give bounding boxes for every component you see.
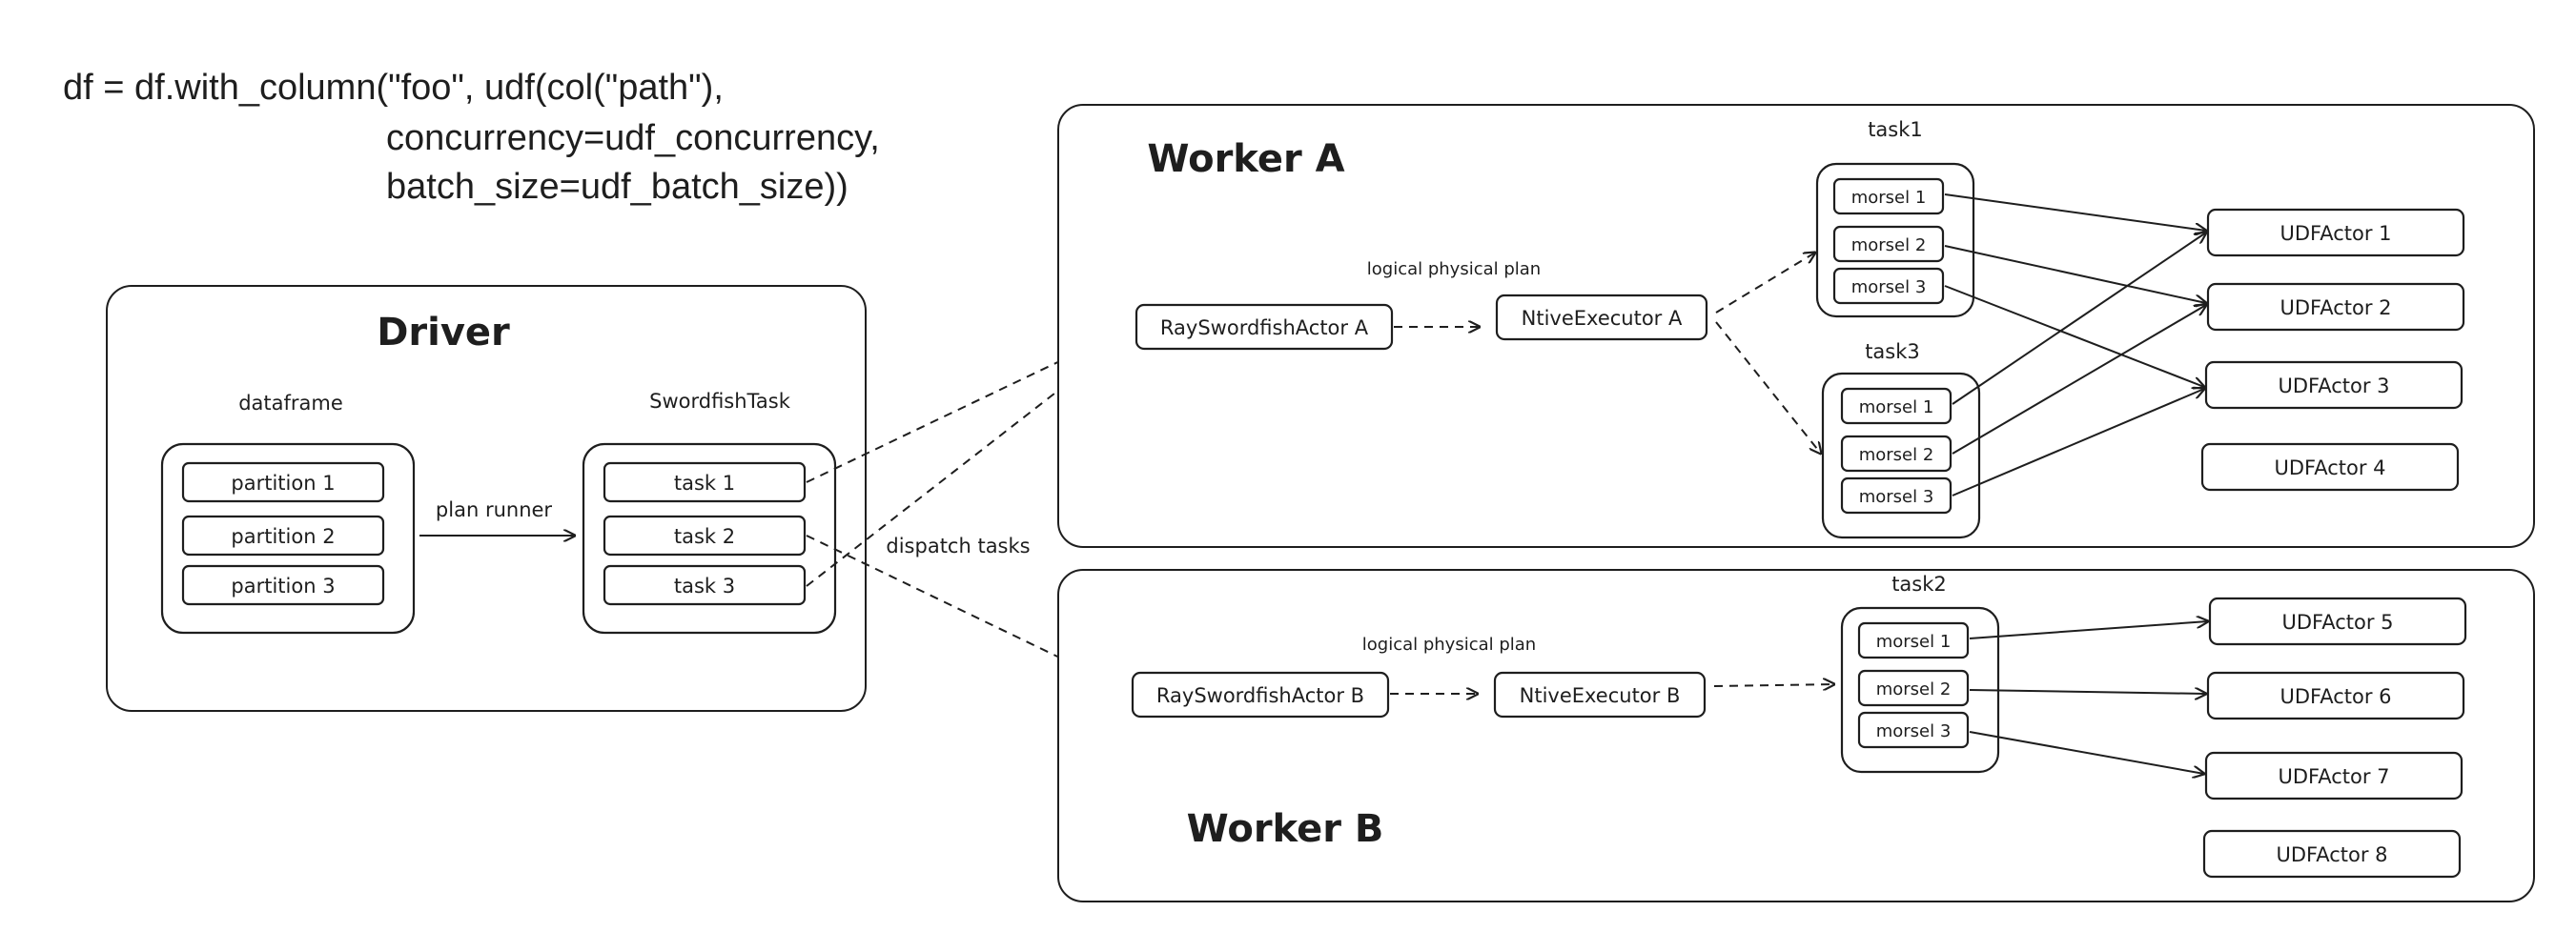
- task3-morsel-3: [1840, 476, 1952, 515]
- code-line-2: concurrency=udf_concurrency,: [386, 118, 880, 158]
- partition-3-label: partition 3: [231, 575, 335, 598]
- native-executor-a: [1495, 294, 1708, 341]
- udf-actor-4-label: UDFActor 4: [2275, 456, 2386, 479]
- code-line-3: batch_size=udf_batch_size)): [386, 167, 848, 207]
- native-executor-b-label: NtiveExecutor B: [1520, 684, 1681, 707]
- udf-actor-5-label: UDFActor 5: [2282, 611, 2394, 634]
- task-3-label: task 3: [674, 575, 735, 598]
- task1-morsel-2-label: morsel 2: [1851, 235, 1927, 255]
- udf-actor-6-label: UDFActor 6: [2280, 685, 2392, 708]
- executor-a-to-task3-arrow: [1715, 321, 1821, 454]
- ray-swordfish-actor-b: [1131, 671, 1390, 719]
- arrow-t2m3-udf7: [1969, 731, 2204, 774]
- partition-2: [181, 515, 385, 557]
- task1-morsel-1: [1832, 177, 1945, 215]
- task2-label: task2: [1891, 573, 1947, 596]
- task-1-label: task 1: [674, 472, 735, 495]
- dataframe-label: dataframe: [238, 392, 343, 415]
- partition-1-label: partition 1: [231, 472, 335, 495]
- worker-b-title: Worker B: [1187, 807, 1384, 851]
- partition-2-label: partition 2: [231, 525, 335, 548]
- task2-morsel-2-label: morsel 2: [1876, 679, 1952, 699]
- task-1: [603, 461, 807, 503]
- task1-morsel-1-label: morsel 1: [1851, 188, 1927, 208]
- worker-a-title: Worker A: [1147, 137, 1344, 181]
- udf-actor-6: [2206, 671, 2465, 720]
- task2-morsel-3: [1857, 711, 1970, 749]
- swordfish-task-label: SwordfishTask: [649, 390, 791, 413]
- dispatch-tasks-label: dispatch tasks: [886, 535, 1030, 557]
- code-line-1: df = df.with_column("foo", udf(col("path…: [63, 68, 724, 108]
- task-2: [603, 515, 807, 557]
- driver-container: Driver dataframe partition 1 partition 2…: [106, 285, 867, 712]
- task3-morsel-2-label: morsel 2: [1859, 445, 1934, 465]
- task-3: [603, 564, 807, 606]
- ray-swordfish-actor-b-label: RaySwordfishActor B: [1156, 684, 1364, 707]
- driver-title: Driver: [377, 311, 510, 355]
- task2-morsel-2: [1857, 669, 1970, 707]
- arrow-t1m2-udf2: [1944, 245, 2206, 303]
- worker-b-plan-label: logical physical plan: [1362, 635, 1536, 655]
- task3-morsel-1-label: morsel 1: [1859, 397, 1934, 417]
- arrow-t1m1-udf1: [1944, 193, 2206, 231]
- arrow-t3m2-udf2: [1952, 305, 2206, 455]
- arrow-t3m3-udf3: [1952, 389, 2204, 496]
- udf-actor-3-label: UDFActor 3: [2279, 375, 2390, 397]
- native-executor-b: [1493, 671, 1707, 719]
- ray-swordfish-actor-a-label: RaySwordfishActor A: [1160, 316, 1369, 339]
- task2-morsel-3-label: morsel 3: [1876, 721, 1952, 741]
- task3-label: task3: [1865, 340, 1920, 363]
- ray-swordfish-actor-a: [1135, 303, 1394, 351]
- udf-actor-2-label: UDFActor 2: [2280, 296, 2392, 319]
- udf-actor-5: [2208, 597, 2467, 646]
- task3-morsel-1: [1840, 387, 1952, 425]
- udf-actor-7-label: UDFActor 7: [2279, 765, 2390, 788]
- executor-a-to-task1-arrow: [1715, 253, 1815, 314]
- task1-morsel-3: [1832, 267, 1945, 305]
- worker-a-container: Worker A logical physical plan RaySwordf…: [1057, 104, 2535, 548]
- udf-actor-4: [2200, 442, 2460, 492]
- arrow-t2m2-udf6: [1969, 690, 2206, 694]
- task1-label: task1: [1868, 118, 1923, 141]
- native-executor-a-label: NtiveExecutor A: [1522, 307, 1683, 330]
- worker-b-container: Worker B logical physical plan RaySwordf…: [1057, 569, 2535, 902]
- executor-b-to-task2-arrow: [1713, 684, 1834, 686]
- plan-runner-label: plan runner: [436, 498, 553, 521]
- task-2-label: task 2: [674, 525, 735, 548]
- task1-morsel-3-label: morsel 3: [1851, 277, 1927, 297]
- worker-a-plan-label: logical physical plan: [1367, 259, 1541, 279]
- udf-actor-8: [2202, 829, 2462, 879]
- task3-morsel-3-label: morsel 3: [1859, 487, 1934, 507]
- arrow-t2m1-udf5: [1969, 621, 2208, 639]
- arrow-t1m3-udf3: [1944, 285, 2204, 387]
- udf-actor-8-label: UDFActor 8: [2277, 843, 2388, 866]
- partition-3: [181, 564, 385, 606]
- arrow-t3m1-udf1: [1952, 233, 2206, 405]
- task2-morsel-1: [1857, 621, 1970, 659]
- partition-1: [181, 461, 385, 503]
- task2-morsel-1-label: morsel 1: [1876, 632, 1952, 652]
- task1-morsel-2: [1832, 225, 1945, 263]
- udf-actor-1-label: UDFActor 1: [2280, 222, 2392, 245]
- task3-morsel-2: [1840, 435, 1952, 473]
